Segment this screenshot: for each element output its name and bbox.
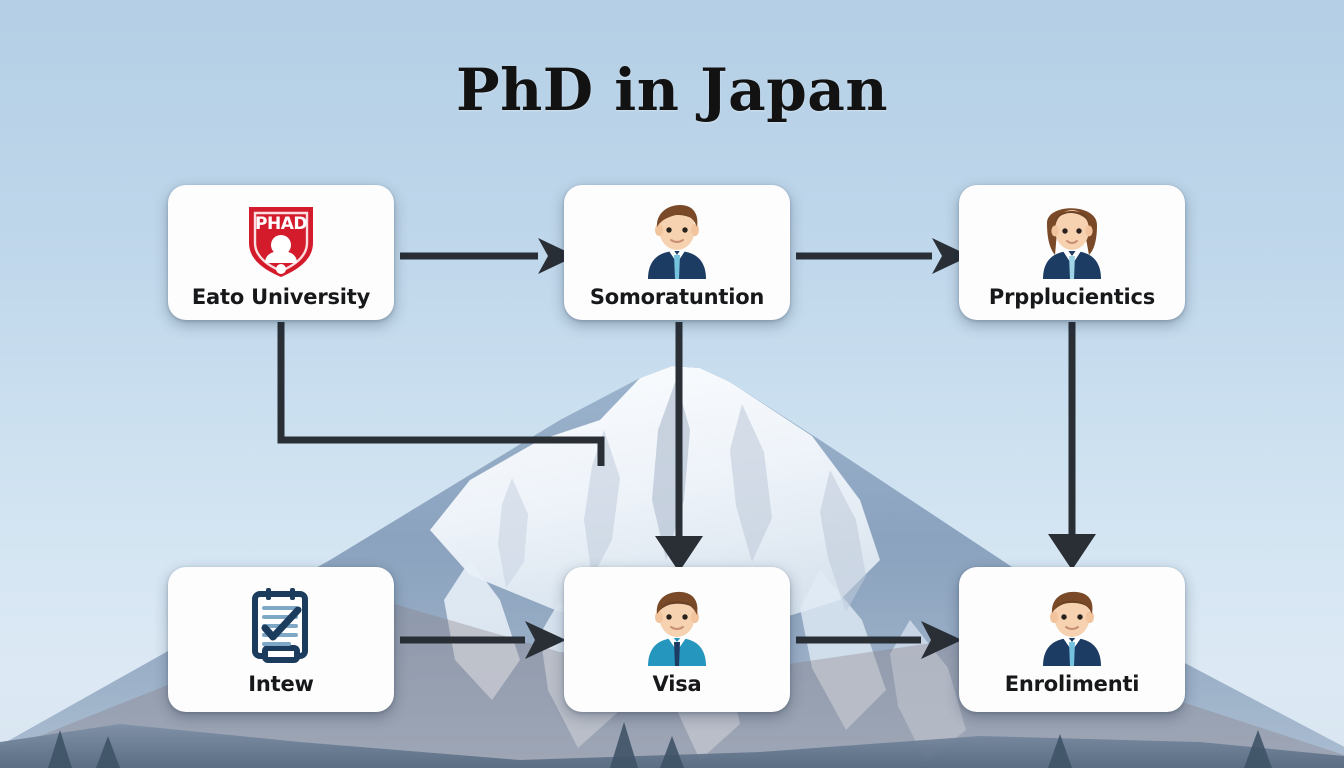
clipboard-checklist-icon — [241, 584, 321, 666]
node-label: Prpplucientics — [988, 284, 1156, 309]
node-label: Visa — [652, 671, 702, 696]
treeline — [48, 722, 1272, 768]
node-label: Enrolimenti — [1004, 671, 1140, 696]
woman-in-navy-suit-icon — [1033, 197, 1111, 279]
shield-icon-text: PHAD — [255, 214, 307, 234]
shield-badge-icon: PHAD — [243, 197, 319, 279]
man-in-navy-suit-teal-tie-icon — [1033, 584, 1111, 666]
node-supervisor[interactable]: Somoratuntion — [564, 185, 790, 320]
node-label: Somoratuntion — [589, 284, 765, 309]
foreground-ridge — [0, 724, 1344, 768]
node-enrollment[interactable]: Enrolimenti — [959, 567, 1185, 712]
node-label: Eato University — [191, 284, 371, 309]
node-application[interactable]: Prpplucientics — [959, 185, 1185, 320]
page-title: PhD in Japan — [456, 56, 888, 124]
node-label: Intew — [248, 671, 314, 696]
node-visa[interactable]: Visa — [564, 567, 790, 712]
node-university[interactable]: PHAD Eato University — [168, 185, 394, 320]
node-interview[interactable]: Intew — [168, 567, 394, 712]
man-in-teal-shirt-icon — [638, 584, 716, 666]
man-in-navy-suit-icon — [638, 197, 716, 279]
